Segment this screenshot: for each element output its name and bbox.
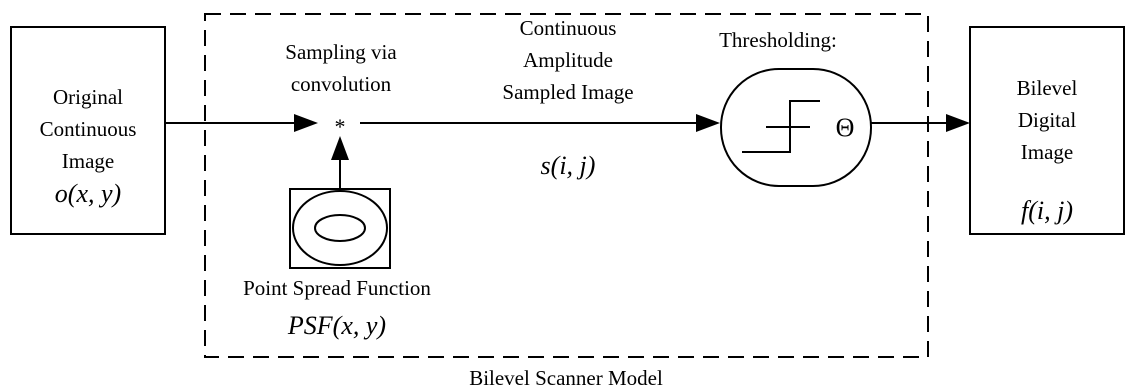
output-image-math: f(i, j): [1021, 196, 1073, 225]
psf-math: PSF(x, y): [287, 311, 386, 340]
psf-outer-ellipse: [292, 190, 388, 266]
sampled-label-line2: Amplitude: [523, 48, 613, 72]
sampled-math: s(i, j): [541, 151, 596, 180]
psf-box: [289, 188, 391, 269]
psf-inner-ellipse: [314, 214, 366, 242]
output-image-label-line1: Bilevel: [1017, 76, 1078, 100]
output-image-box: [969, 26, 1125, 235]
threshold-symbol: Θ: [836, 113, 855, 142]
output-image-label-line3: Image: [1021, 140, 1073, 164]
output-image-label-line2: Digital: [1018, 108, 1076, 132]
input-arrowhead: [294, 114, 318, 132]
original-image-math: o(x, y): [55, 179, 121, 208]
sampled-arrowhead: [696, 114, 720, 132]
original-image-label-line3: Image: [62, 149, 114, 173]
original-image-label-line1: Original: [53, 85, 123, 109]
scanner-model-caption: Bilevel Scanner Model: [469, 366, 663, 390]
output-arrowhead: [946, 114, 970, 132]
scanner-model-boundary: [204, 13, 929, 358]
convolution-operator: *: [335, 114, 346, 139]
original-image-label-line2: Continuous: [40, 117, 137, 141]
sampling-label-line1: Sampling via: [285, 40, 397, 64]
sampled-label-line1: Continuous: [520, 16, 617, 40]
original-image-box: [10, 26, 166, 235]
sampled-label-line3: Sampled Image: [502, 80, 633, 104]
threshold-label: Thresholding:: [719, 28, 837, 52]
psf-label: Point Spread Function: [243, 276, 431, 300]
sampling-label-line2: convolution: [291, 72, 392, 96]
threshold-block: [720, 68, 872, 187]
psf-arrowhead: [331, 136, 349, 160]
